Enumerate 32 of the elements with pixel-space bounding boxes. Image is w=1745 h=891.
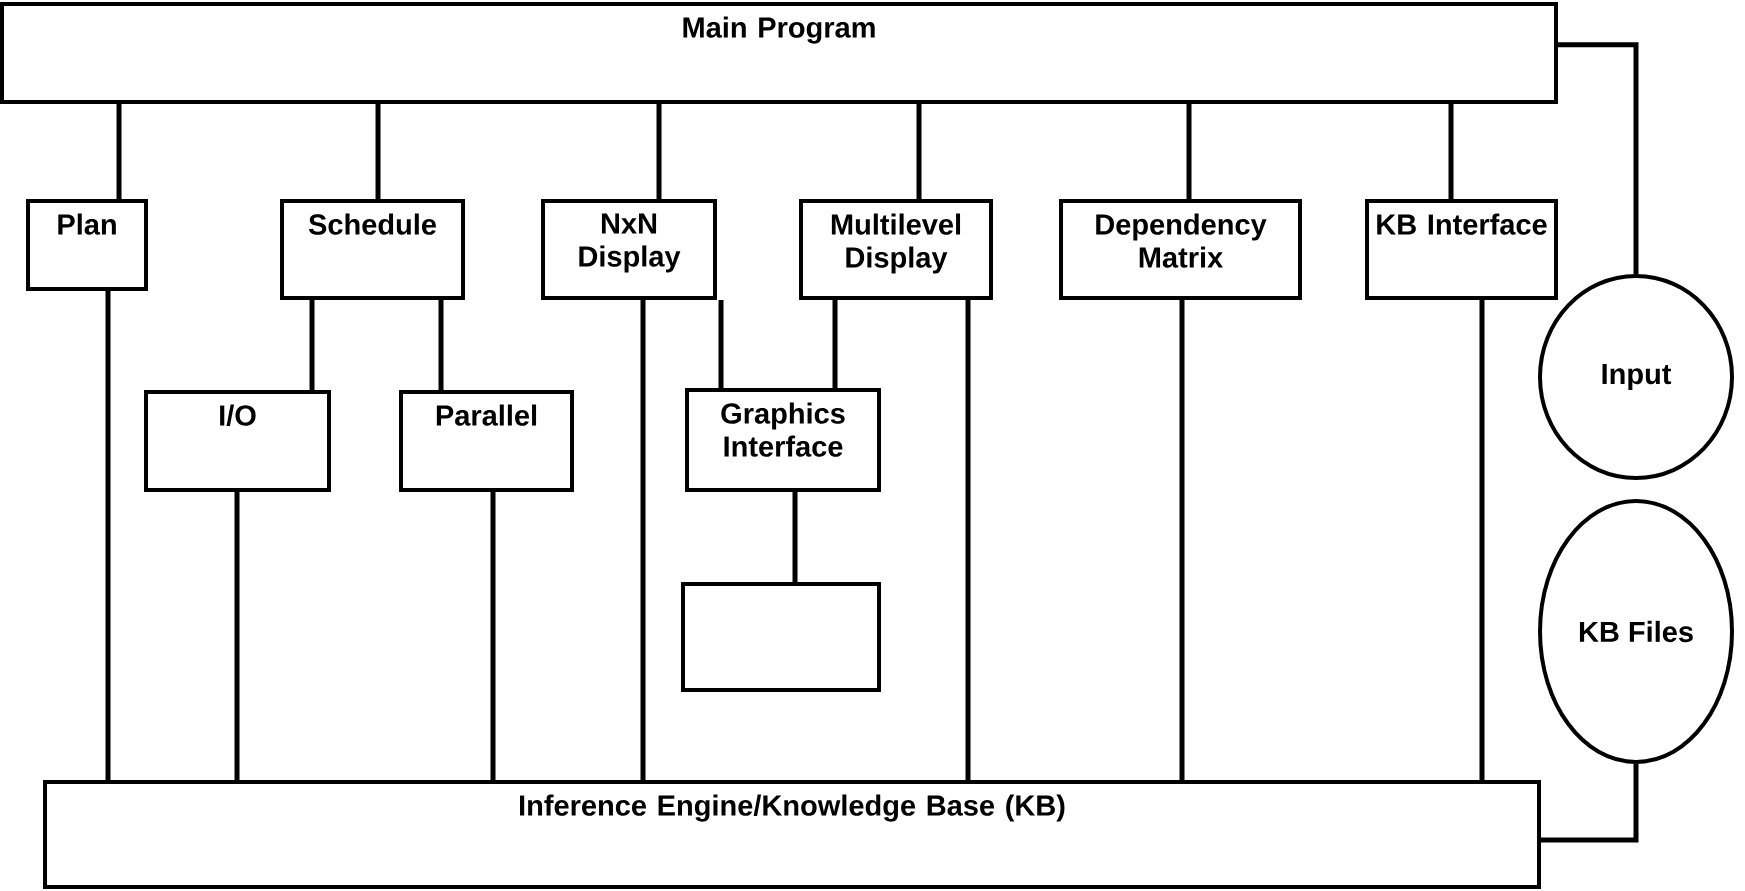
process-box: Dependency Matrix [1059, 199, 1302, 300]
process-box: KB Interface [1365, 199, 1558, 300]
connector-line [792, 492, 798, 582]
connector-line [438, 300, 444, 390]
process-box: Inference Engine/Knowledge Base (KB) [43, 780, 1541, 889]
connector-line [234, 492, 240, 780]
process-box: Multilevel Display [799, 199, 993, 300]
connector-line [656, 104, 662, 199]
connector-line [965, 300, 971, 780]
process-box [681, 582, 881, 692]
connector-line [1541, 764, 1639, 843]
process-box: Schedule [280, 199, 465, 300]
connector-line [1448, 104, 1454, 199]
connector-line [116, 104, 122, 199]
connector-line [1479, 300, 1485, 780]
connector-line [640, 300, 646, 780]
process-box: Parallel [399, 390, 574, 492]
connector-line [718, 300, 724, 388]
connector-line [1558, 42, 1639, 274]
process-box: Plan [26, 199, 148, 291]
connector-line [309, 300, 315, 390]
connector-line [1179, 300, 1185, 780]
connector-line [375, 104, 381, 199]
process-box: I/O [144, 390, 331, 492]
process-box: Graphics Interface [685, 388, 881, 492]
connector-line [490, 492, 496, 780]
connector-line [105, 291, 111, 780]
process-box: NxN Display [541, 199, 717, 300]
connector-line [916, 104, 922, 199]
process-box: Main Program [0, 2, 1558, 104]
connector-line [1186, 104, 1192, 199]
connector-line [832, 300, 838, 388]
